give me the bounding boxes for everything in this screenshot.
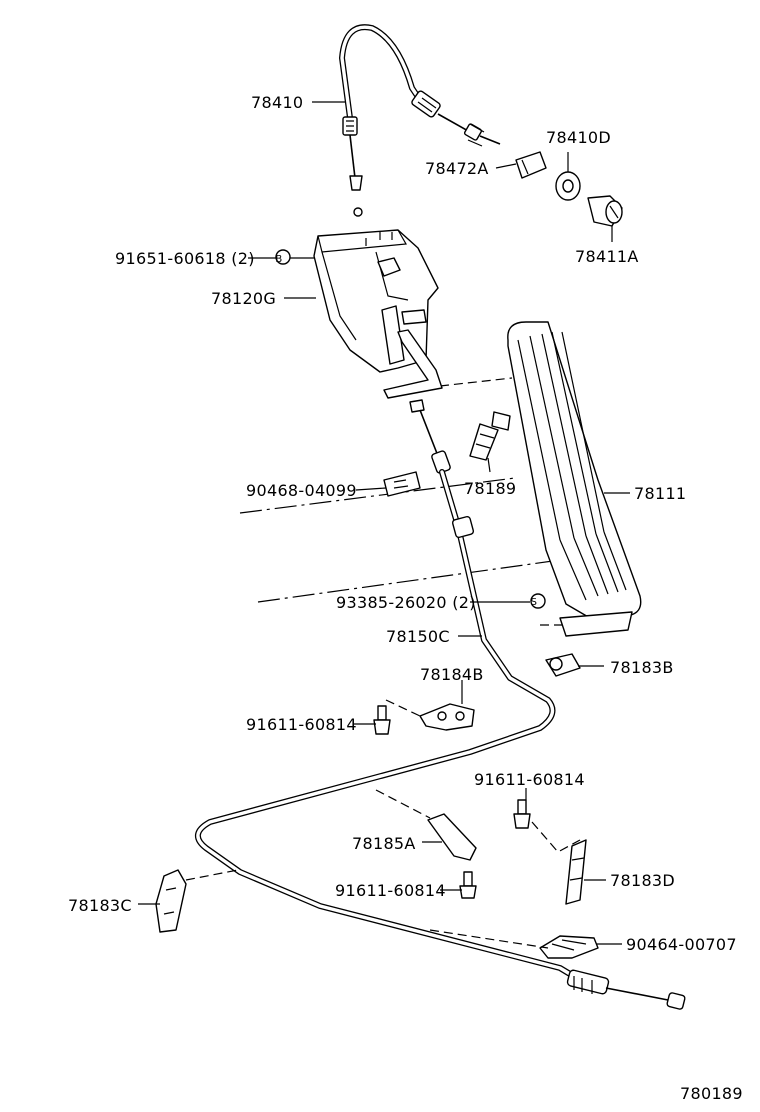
callout-91651: 91651-60618 (2) [115, 249, 255, 268]
callout-78185a: 78185A [352, 834, 416, 853]
bracket-78183c [155, 869, 239, 933]
badge-s [530, 593, 546, 609]
clip-78472a [515, 151, 547, 179]
bolt-91611-a [373, 705, 391, 735]
callout-91611-c: 91611-60814 [335, 881, 446, 900]
badge-b [275, 249, 291, 265]
cable-end-fittings [342, 116, 363, 217]
clamp-78183b [545, 653, 581, 677]
callout-78411a: 78411A [575, 247, 639, 266]
bolt-91611-b [513, 799, 581, 853]
bolt-91611-c [459, 871, 477, 899]
badge-b-letter: B [275, 254, 282, 265]
callout-78111: 78111 [634, 484, 686, 503]
leader-lines [138, 101, 630, 945]
pedal-78111 [507, 321, 642, 637]
grommet-78410d [555, 171, 581, 201]
bolt-78189 [469, 411, 511, 461]
callout-78472a: 78472A [425, 159, 489, 178]
callout-78183d: 78183D [610, 871, 675, 890]
badge-s-letter: S [531, 597, 538, 608]
cap-78411a [587, 195, 623, 227]
clip-90464 [429, 929, 599, 959]
callout-78150c: 78150C [386, 627, 450, 646]
upper-cable [339, 24, 501, 147]
callout-78189: 78189 [464, 479, 516, 498]
callout-78120g: 78120G [211, 289, 276, 308]
callout-78410: 78410 [251, 93, 303, 112]
callout-93385: 93385-26020 (2) [336, 593, 476, 612]
callout-78410d: 78410D [546, 128, 611, 147]
callout-78183b: 78183B [610, 658, 674, 677]
pedal-bracket-78120g [313, 229, 443, 413]
callout-78183c: 78183C [68, 896, 132, 915]
main-cable-78150c [195, 409, 686, 1010]
callout-78184b: 78184B [420, 665, 484, 684]
bracket-78183d [565, 839, 587, 905]
callout-91611-b: 91611-60814 [474, 770, 585, 789]
callout-labels: 78410 78410D 78472A 78411A 91651-60618 (… [68, 93, 743, 1103]
bracket-78184b [385, 699, 475, 731]
diagram-id: 780189 [680, 1084, 743, 1103]
clip-90468 [383, 471, 421, 497]
callout-90464: 90464-00707 [626, 935, 737, 954]
bracket-78185a [375, 789, 477, 861]
callout-91611-a: 91611-60814 [246, 715, 357, 734]
callout-90468: 90468-04099 [246, 481, 357, 500]
